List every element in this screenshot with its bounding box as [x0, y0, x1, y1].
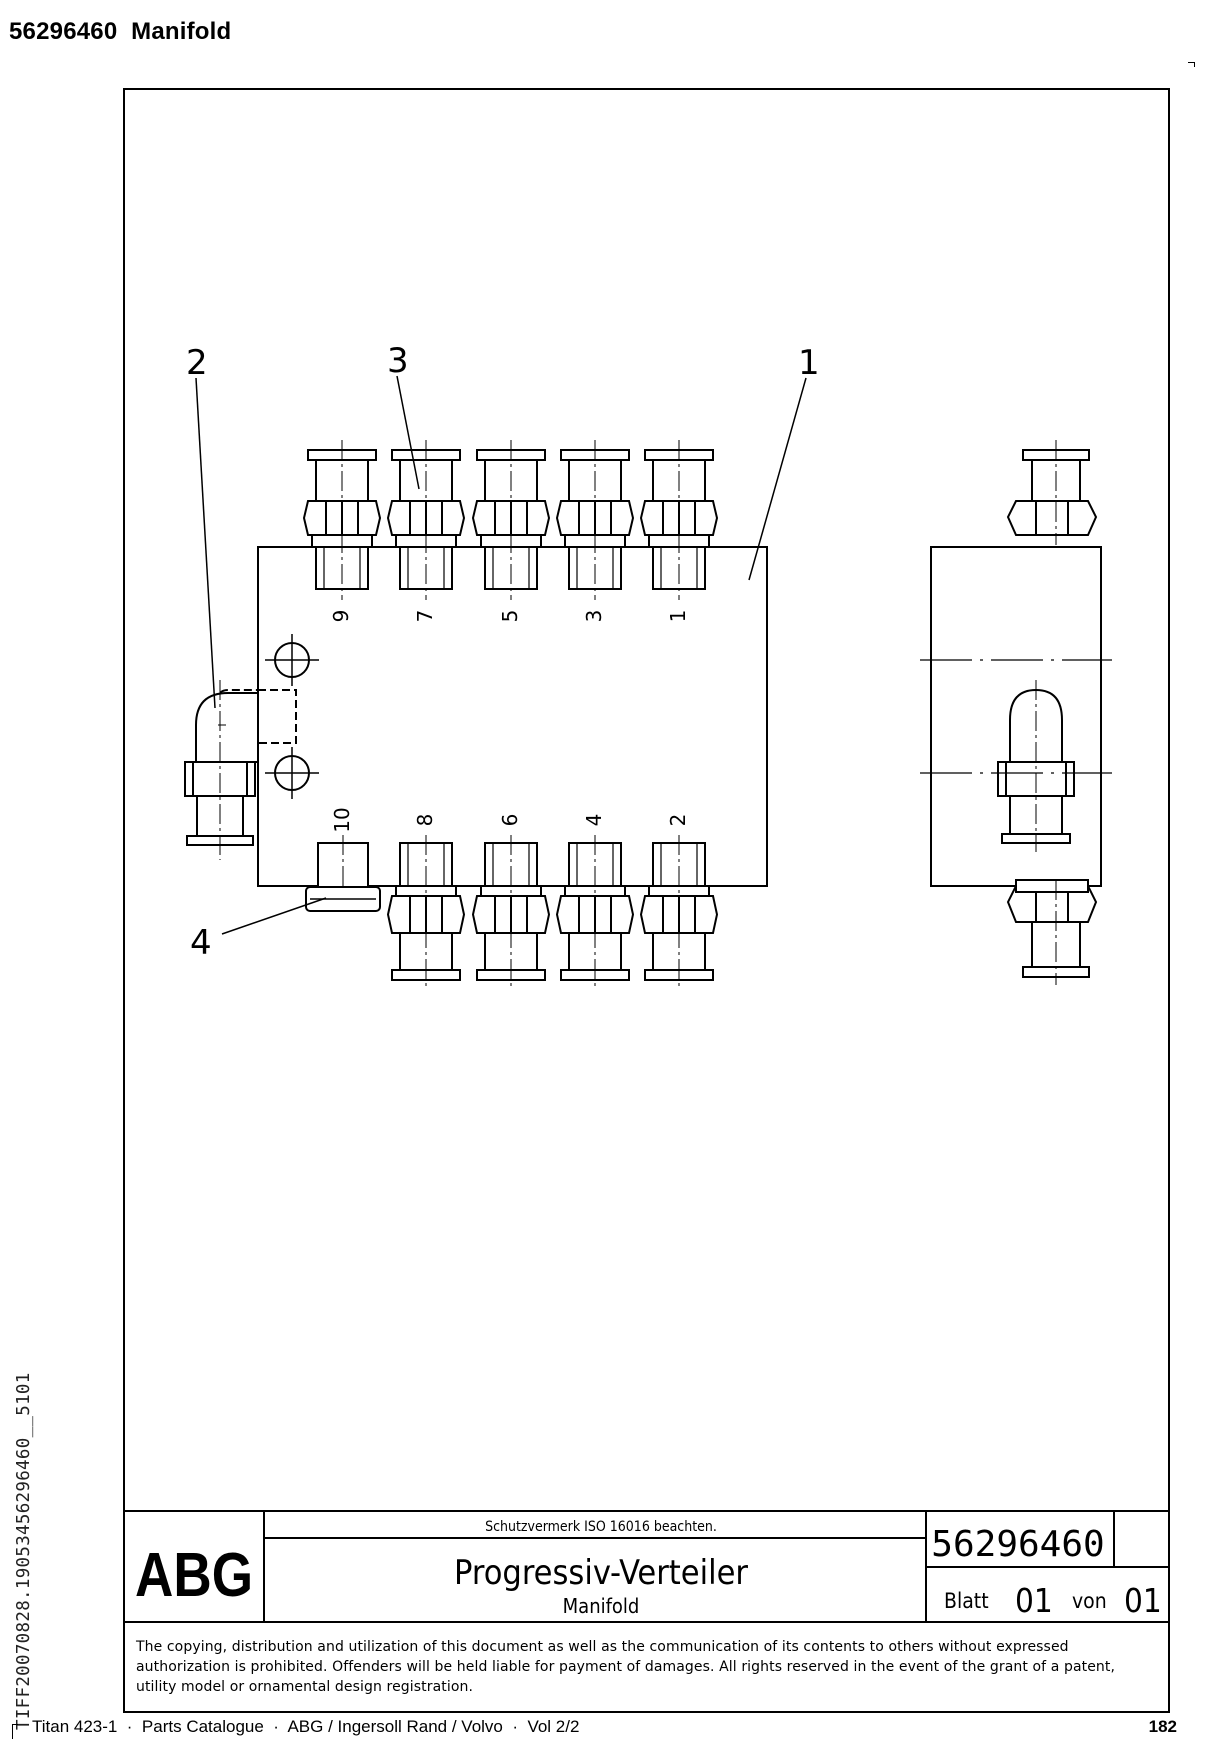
port-number-bottom: 4: [582, 814, 606, 827]
drawing-name-de: Progressiv-Verteiler: [454, 1553, 748, 1593]
mounting-holes: [265, 634, 319, 799]
bottom-fitting: [471, 835, 551, 990]
top-fitting: [639, 440, 719, 600]
top-fittings: [302, 440, 719, 600]
side-view-centerlines: [920, 659, 1112, 774]
footer-corner-mark: [12, 1724, 18, 1739]
callout-4: 4: [190, 923, 212, 963]
bottom-fittings: [386, 835, 719, 990]
bottom-fitting: [555, 835, 635, 990]
port-number-top: 5: [498, 610, 522, 623]
sheet-label: Blatt: [944, 1589, 989, 1613]
page-number: 182: [1148, 1717, 1177, 1736]
callout-3: 3: [387, 341, 409, 381]
copyright-notice: The copying, distribution and utilizatio…: [136, 1639, 1116, 1695]
part-number: 56296460: [9, 18, 118, 45]
callout-1: 1: [798, 343, 820, 383]
sheet-number: 01: [1015, 1581, 1053, 1620]
port-number-bottom: 8: [413, 814, 437, 827]
top-fitting: [386, 440, 466, 600]
corner-mark: [1188, 62, 1195, 67]
bottom-fitting: [639, 835, 719, 990]
drawing-number: 56296460: [931, 1524, 1104, 1565]
part-title: Manifold: [131, 18, 232, 45]
port-number-bottom: 2: [666, 814, 690, 827]
page-title: 56296460 Manifold: [9, 18, 231, 46]
top-fitting: [555, 440, 635, 600]
of-label: von: [1072, 1589, 1107, 1613]
port-number-top: 1: [666, 610, 690, 623]
port-number-bottom: 10: [330, 807, 354, 832]
bottom-fitting: [386, 835, 466, 990]
plug-fitting: [305, 835, 381, 912]
port-number-top: 9: [329, 610, 353, 623]
protection-note: Schutzvermerk ISO 16016 beachten.: [485, 1519, 717, 1535]
top-fitting: [471, 440, 551, 600]
port-number-top: 7: [413, 610, 437, 623]
top-fitting: [302, 440, 382, 600]
title-block: [123, 1510, 1170, 1623]
port-number-top: 3: [582, 610, 606, 623]
footer-text: Titan 423-1 · Parts Catalogue · ABG / In…: [32, 1717, 580, 1736]
drawing-name-en: Manifold: [563, 1594, 640, 1618]
side-view-fittings: [997, 440, 1098, 985]
elbow-fitting: [184, 680, 297, 860]
leader-lines: [195, 375, 807, 935]
callout-2: 2: [186, 343, 208, 383]
abg-logo: ABG: [135, 1541, 253, 1610]
sheet-total: 01: [1124, 1581, 1162, 1620]
port-number-bottom: 6: [498, 814, 522, 827]
drawing-frame: [123, 88, 1170, 1713]
manifold-block: [257, 546, 768, 887]
